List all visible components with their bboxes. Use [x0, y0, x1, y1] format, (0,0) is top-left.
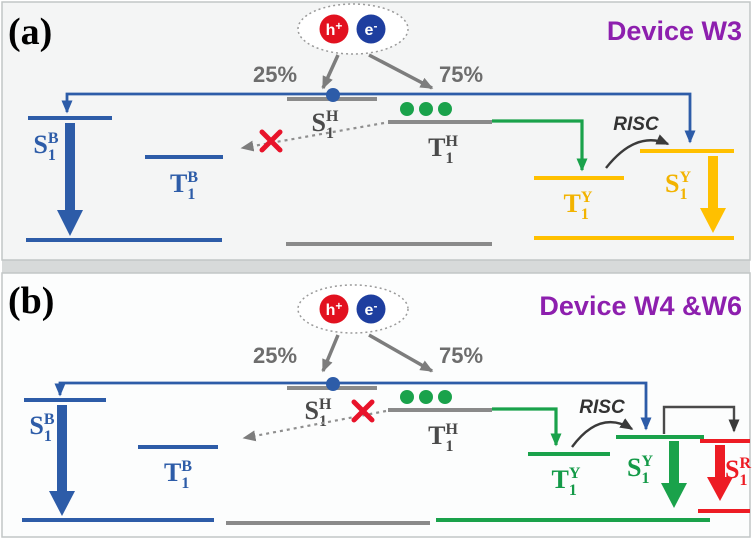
device-label-w3: Device W3: [607, 16, 742, 46]
triplet-exciton-dots-icon: [400, 390, 452, 404]
panel-b: (b) Device W4 &W6 h+ e- 25% 75% S1H: [1, 272, 751, 538]
electron-icon: [356, 294, 386, 324]
level-label-s1r: S1R: [725, 455, 751, 489]
risc-label: RISC: [613, 114, 659, 135]
split-right-percent: 75%: [439, 343, 483, 368]
level-label-t1b: T1B: [164, 458, 192, 492]
panel-label-a: (a): [8, 11, 52, 53]
level-label-t1y: T1Y: [564, 189, 593, 223]
electron-icon: [356, 14, 386, 44]
split-arrow-right-icon: [368, 333, 434, 373]
level-label-s1y: S1Y: [665, 169, 691, 203]
triplet-transfer-arrow: [492, 407, 562, 447]
electron-label: e-: [365, 19, 378, 39]
exciton-pair-group: h+ e-: [297, 3, 409, 55]
singlet-exciton-dot-icon: [326, 377, 340, 391]
level-label-t1y: T1Y: [552, 465, 581, 499]
level-label-s1b: S1B: [29, 411, 54, 445]
hole-icon: [319, 294, 349, 324]
singlet-exciton-dot-icon: [326, 88, 340, 102]
hole-icon: [319, 14, 349, 44]
split-left-percent: 25%: [253, 343, 297, 368]
risc-arrow-icon: [605, 134, 670, 169]
hole-label: h+: [326, 299, 343, 319]
blocked-dashed-arrow-icon: [242, 409, 387, 442]
emission-arrow-blue-icon: [57, 123, 83, 236]
emission-arrow-blue-icon: [49, 405, 75, 516]
panel-label-b: (b): [8, 280, 54, 322]
level-label-s1h: S1H: [312, 108, 339, 142]
blocked-cross-icon: [351, 399, 375, 423]
exciton-pair-group: h+ e-: [297, 284, 409, 334]
hole-label: h+: [326, 19, 343, 39]
emission-arrow-yellow-icon: [700, 156, 726, 233]
blocked-cross-icon: [259, 129, 283, 153]
split-arrow-left-icon: [321, 334, 340, 373]
emission-arrow-red-icon: [707, 445, 733, 501]
transfer-arrow-to-s1r: [662, 405, 740, 434]
exciton-ellipse-icon: [297, 3, 409, 55]
emission-arrow-green-icon: [661, 441, 687, 508]
flow-arrow-to-s1b: [54, 381, 333, 397]
triplet-transfer-arrow: [492, 119, 588, 172]
level-label-t1h: T1H: [428, 421, 458, 455]
triplet-exciton-dots-icon: [400, 102, 452, 116]
split-left-percent: 25%: [253, 62, 297, 87]
split-arrow-left-icon: [321, 54, 340, 90]
split-right-percent: 75%: [439, 62, 483, 87]
level-label-t1b: T1B: [170, 169, 198, 203]
level-label-t1h: T1H: [428, 133, 458, 167]
electron-label: e-: [365, 299, 378, 319]
level-label-s1b: S1B: [33, 130, 58, 164]
panel-divider: [2, 260, 750, 273]
level-label-s1h: S1H: [305, 396, 332, 430]
risc-arrow-icon: [571, 418, 634, 448]
exciton-ellipse-icon: [297, 284, 409, 334]
split-arrow-right-icon: [368, 53, 434, 90]
flow-arrow-to-s1y: [333, 92, 696, 144]
flow-arrow-to-s1b: [61, 92, 333, 114]
device-label-w4-w6: Device W4 &W6: [539, 291, 742, 321]
risc-label: RISC: [579, 397, 625, 418]
panel-a: (a) Device W3 h+ e- 25% 75% S1H: [1, 1, 751, 261]
level-label-s1y: S1Y: [627, 453, 653, 487]
flow-arrow-to-s1y: [333, 381, 652, 431]
